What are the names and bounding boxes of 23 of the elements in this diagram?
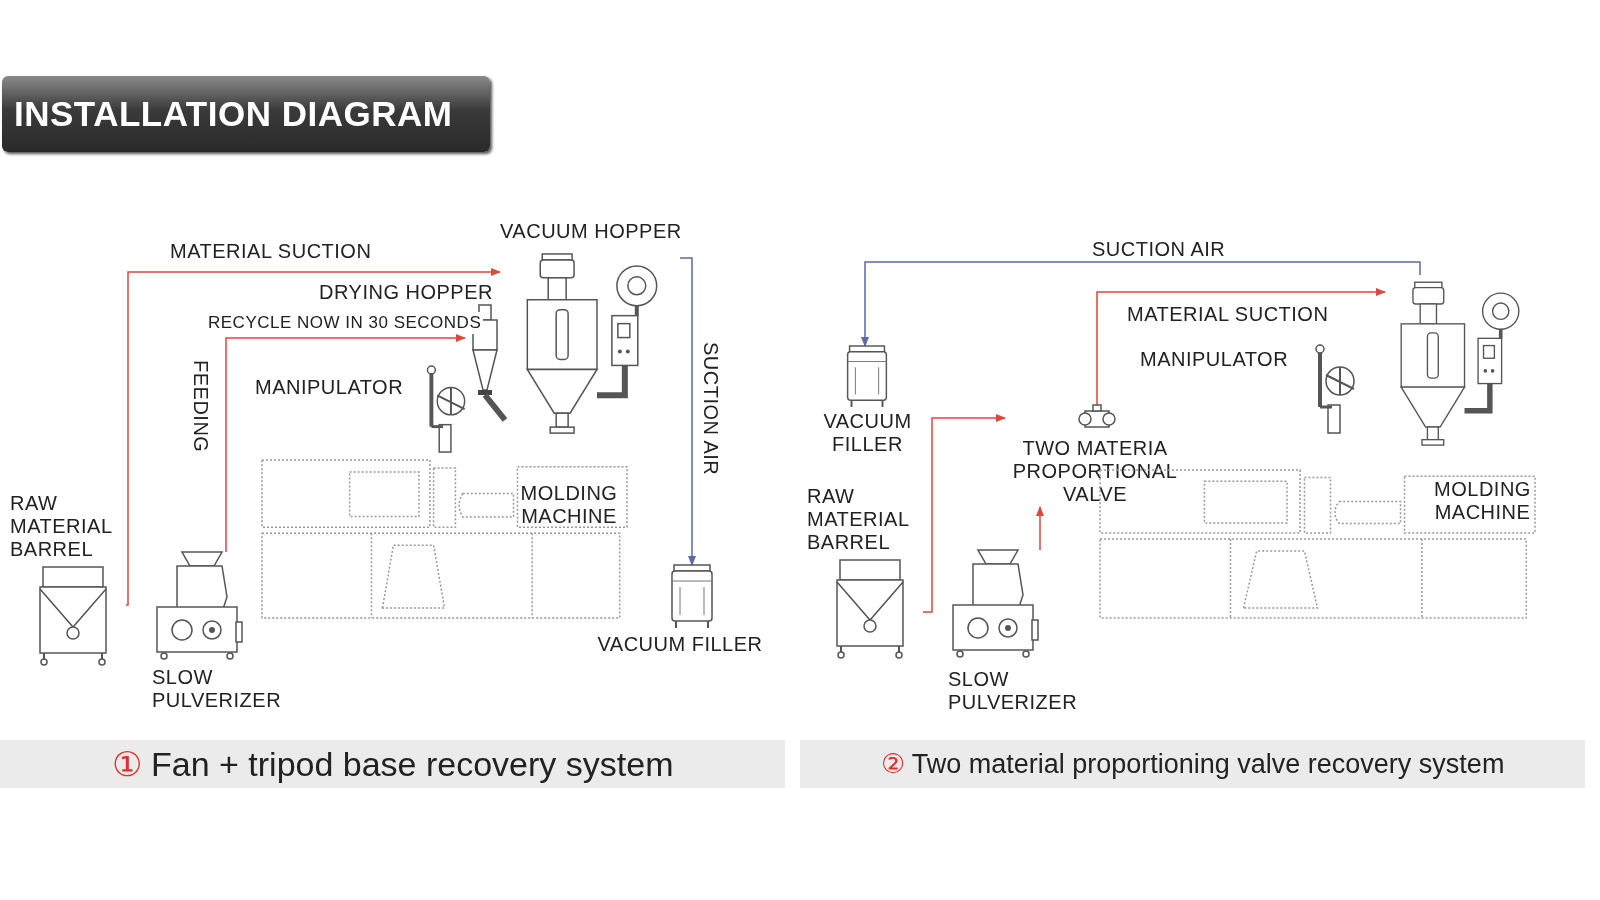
flow-line [125,268,501,606]
caption-text: ① Fan + tripod base recovery system [111,743,674,784]
title-banner: INSTALLATION DIAGRAM [2,76,490,152]
part-label: SLOW PULVERIZER [152,666,283,712]
part-label: VACUUM HOPPER [500,220,680,243]
edge-label: RECYCLE NOW IN 30 SECONDS [206,312,484,334]
flow-line [1096,288,1386,406]
part-label: SLOW PULVERIZER [948,668,1079,714]
part-label: MANIPULATOR [1140,348,1290,371]
flow-line [922,414,1006,613]
flow-line [1036,506,1044,551]
caption-text: ② Two material proportioning valve recovery system [880,747,1505,780]
part-label: RAW MATERIAL BARREL [807,485,910,554]
part-label: VACUUM FILLER [596,633,764,656]
part-label: RAW MATERIAL BARREL [10,492,113,561]
flow-line [679,257,696,566]
flow-line [225,334,466,553]
flow-line [861,261,1421,347]
part-label: VACUUM FILLER [822,410,913,456]
part-label: MOLDING MACHINE [519,482,619,528]
part-label: MOLDING MACHINE [1433,478,1532,524]
part-label: TWO MATERIA PROPORTIONAL VALVE [1011,437,1179,506]
part-label: MANIPULATOR [255,376,405,399]
